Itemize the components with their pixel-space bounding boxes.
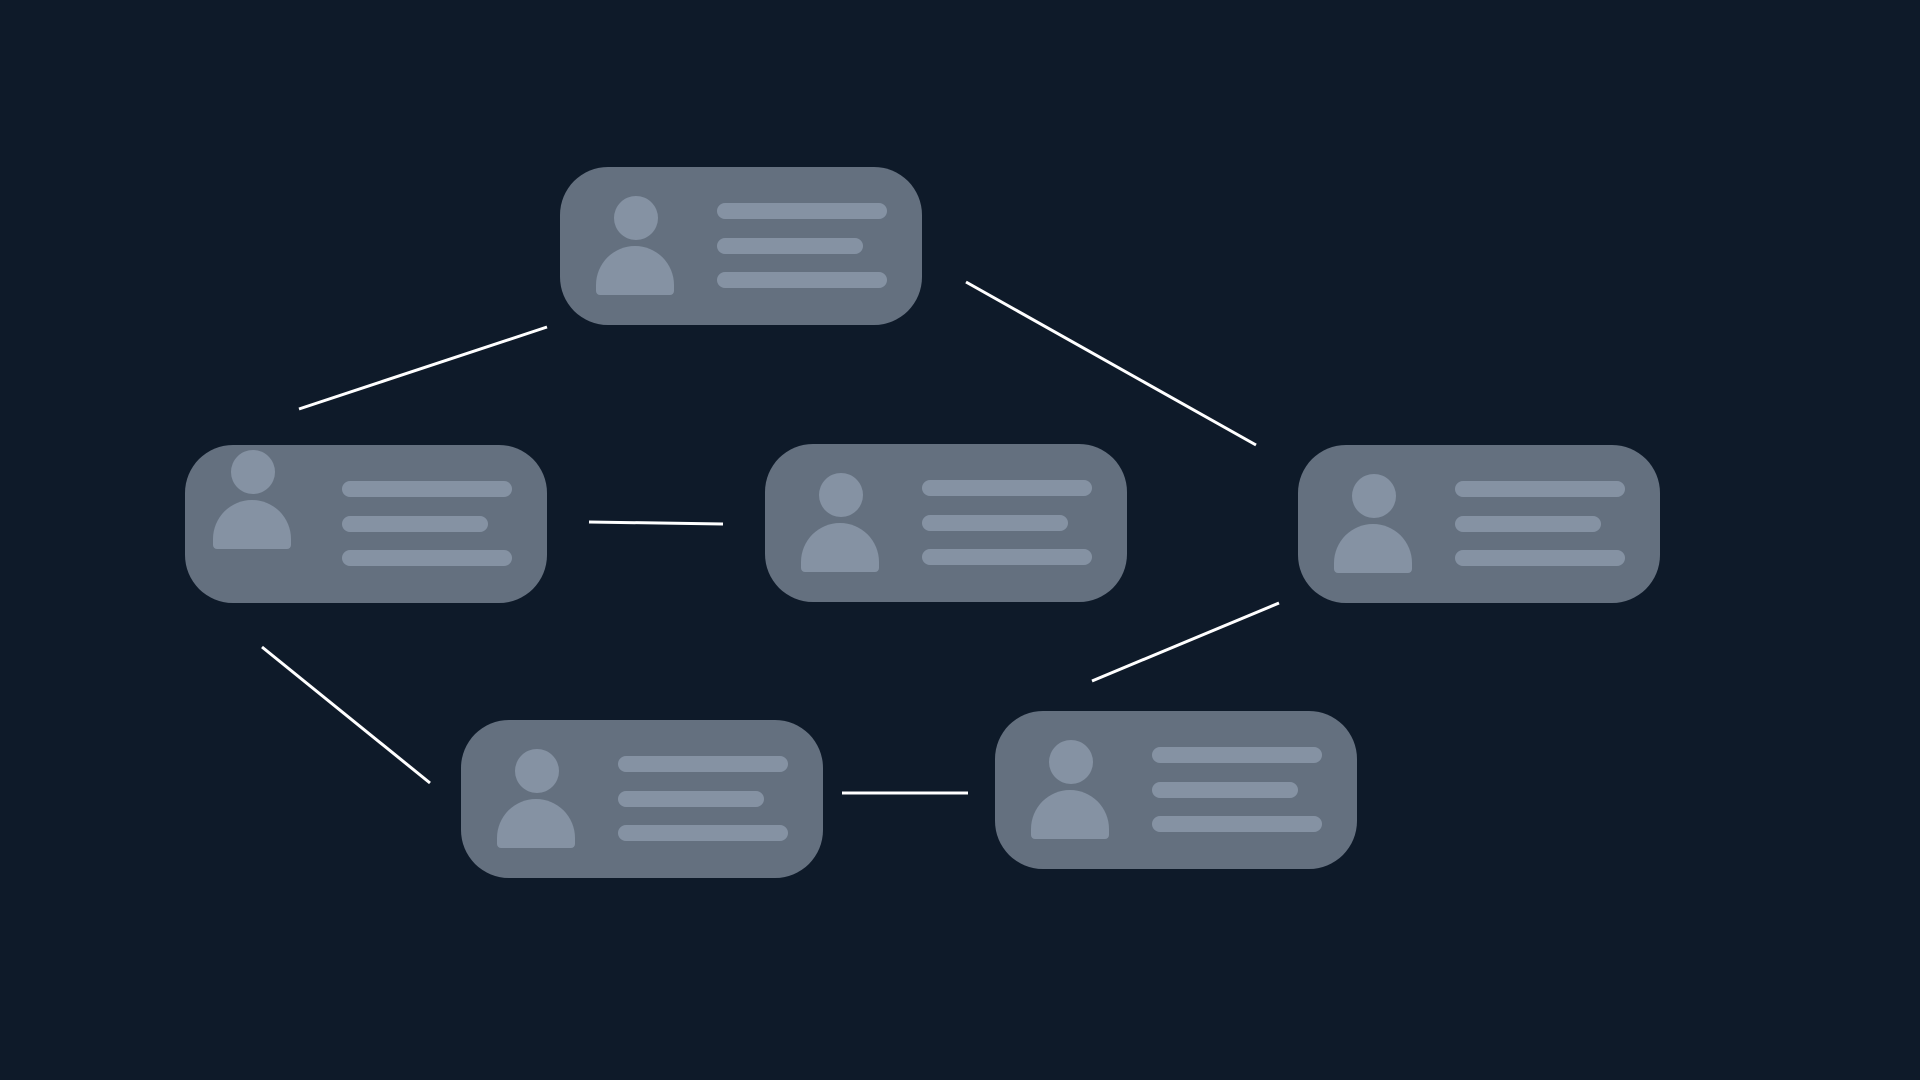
placeholder-line <box>1455 516 1601 532</box>
text-placeholder-lines <box>1152 747 1322 837</box>
placeholder-line <box>342 516 488 532</box>
person-icon <box>801 473 881 575</box>
placeholder-line <box>1455 550 1625 566</box>
connector-middle-left-bottom-left <box>261 645 431 785</box>
person-card-middle-right[interactable] <box>1298 445 1660 603</box>
placeholder-line <box>342 481 512 497</box>
connector-middle-right-bottom-right <box>1091 601 1280 683</box>
person-card-bottom-right[interactable] <box>995 711 1357 869</box>
person-card-middle-left[interactable] <box>185 445 547 603</box>
placeholder-line <box>717 238 863 254</box>
person-card-top[interactable] <box>560 167 922 325</box>
person-card-bottom-left[interactable] <box>461 720 823 878</box>
placeholder-line <box>1152 816 1322 832</box>
placeholder-line <box>922 549 1092 565</box>
text-placeholder-lines <box>342 481 512 571</box>
person-icon <box>596 196 676 298</box>
placeholder-line <box>342 550 512 566</box>
placeholder-line <box>922 515 1068 531</box>
person-icon <box>1334 474 1414 576</box>
text-placeholder-lines <box>717 203 887 293</box>
text-placeholder-lines <box>1455 481 1625 571</box>
connector-top-middle-right <box>965 280 1257 447</box>
placeholder-line <box>922 480 1092 496</box>
placeholder-line <box>618 825 788 841</box>
placeholder-line <box>717 272 887 288</box>
connector-middle-left-top <box>298 325 548 411</box>
person-icon <box>1031 740 1111 842</box>
placeholder-line <box>1152 782 1298 798</box>
connector-middle-left-center <box>588 520 724 526</box>
placeholder-line <box>1152 747 1322 763</box>
placeholder-line <box>618 791 764 807</box>
placeholder-line <box>717 203 887 219</box>
person-card-center[interactable] <box>765 444 1127 602</box>
text-placeholder-lines <box>618 756 788 846</box>
person-icon <box>497 749 577 851</box>
text-placeholder-lines <box>922 480 1092 570</box>
person-icon <box>213 450 293 552</box>
placeholder-line <box>1455 481 1625 497</box>
placeholder-line <box>618 756 788 772</box>
